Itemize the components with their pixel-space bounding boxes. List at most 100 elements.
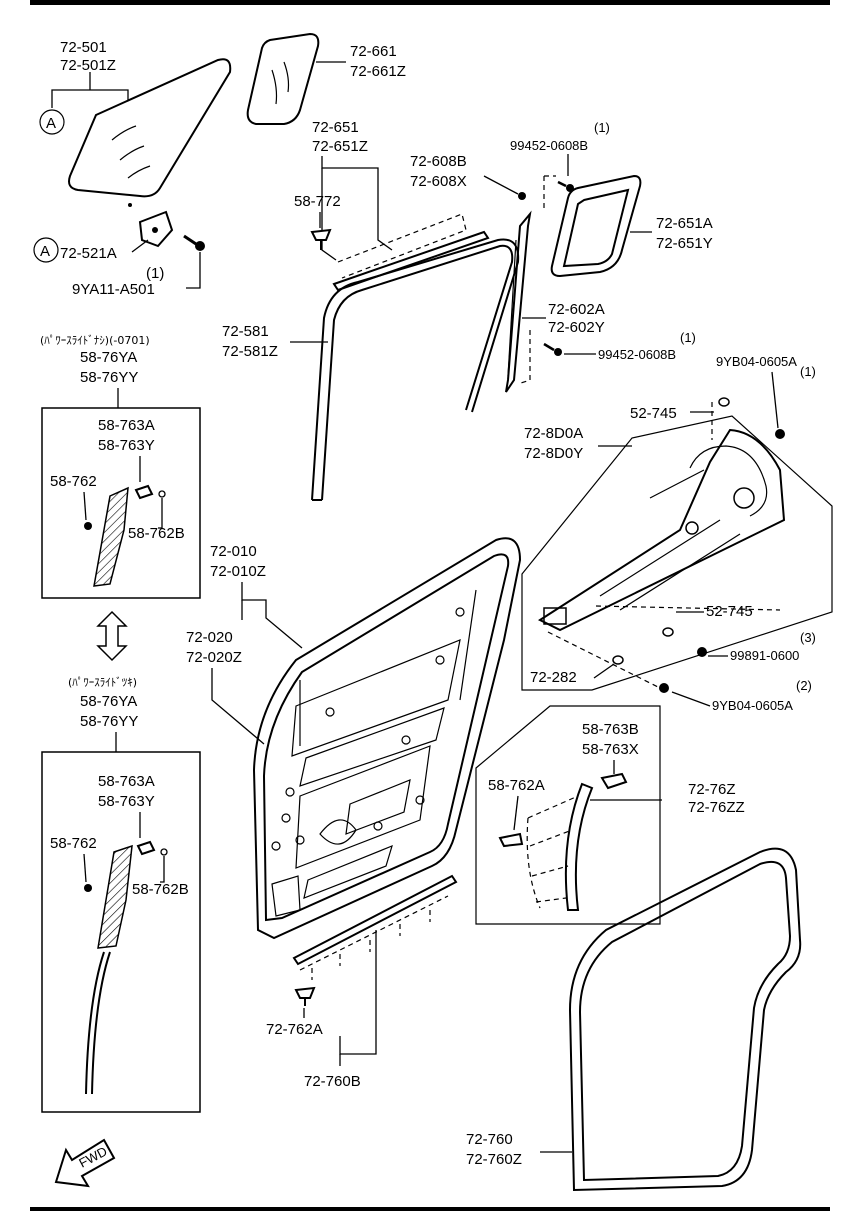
stopper-icon xyxy=(612,655,624,665)
label-stopper: 72-282 xyxy=(530,669,577,686)
label-run-upper-2: 72-651Z xyxy=(312,138,368,155)
window-frame xyxy=(550,174,642,278)
label-garn-1: 58-763B xyxy=(582,721,639,738)
glass-run-channel xyxy=(311,238,520,501)
glass-bracket xyxy=(138,210,174,248)
label-glass-rear-2: 72-501Z xyxy=(60,57,116,74)
label-qtr-glass-2: 72-661Z xyxy=(350,63,406,80)
screw-icon-lower xyxy=(543,342,562,356)
garnish-cap-icon xyxy=(600,772,628,790)
label-door-in-1: 72-020 xyxy=(186,629,233,646)
quarter-glass xyxy=(246,32,320,125)
label-j-note-1: (ﾊﾟﾜｰｽﾗｲﾄﾞﾅｼ)(-0701) xyxy=(40,334,150,347)
washer-icon-mid xyxy=(662,627,674,637)
door-shell xyxy=(252,537,522,940)
label-mod-bot-2: 58-76YY xyxy=(80,713,138,730)
screw-icon-upper xyxy=(518,192,526,200)
label-nut-1: 9YB04-0605A xyxy=(716,354,797,369)
label-run-1: 72-581 xyxy=(222,323,269,340)
sill-strip xyxy=(292,874,458,980)
label-mod-top-2: 58-76YY xyxy=(80,369,138,386)
label-trim-1: 72-76Z xyxy=(688,781,736,798)
label-ref-a-top: A xyxy=(46,115,56,132)
ref-a-circle-bottom xyxy=(33,237,59,263)
label-screw-qty-2: (1) xyxy=(680,330,696,345)
label-nut2-qty: (2) xyxy=(796,678,812,693)
upper-run-strip xyxy=(332,213,490,292)
label-bolt3: 99891-0600 xyxy=(730,648,799,663)
label-box1-trim-1: 58-763A xyxy=(98,417,155,434)
label-garn-2: 58-763X xyxy=(582,741,639,758)
label-j-note-2: (ﾊﾟﾜｰｽﾗｲﾄﾞﾂｷ) xyxy=(68,676,137,689)
label-channel-2: 72-602Y xyxy=(548,319,605,336)
label-hinge-2: 72-8D0Y xyxy=(524,445,583,462)
label-screw-2: 99452-0608B xyxy=(598,347,676,362)
label-qtr-glass-1: 72-661 xyxy=(350,43,397,60)
label-garn-clip: 58-762A xyxy=(488,777,545,794)
channel-strip xyxy=(505,210,532,393)
label-box2-clip-b: 58-762B xyxy=(132,881,189,898)
label-run-2: 72-581Z xyxy=(222,343,278,360)
ref-a-circle-top xyxy=(39,109,65,135)
fwd-arrow-icon: FWD xyxy=(54,1138,116,1188)
slide-rail xyxy=(537,428,786,632)
garnish-curve xyxy=(526,782,594,911)
label-box1-clip-b: 58-762B xyxy=(128,525,185,542)
sill-clip-icon xyxy=(294,986,316,1006)
label-box1-clip: 58-762 xyxy=(50,473,97,490)
label-frame-2: 72-651Y xyxy=(656,235,713,252)
label-bolt-qty: (1) xyxy=(146,265,164,282)
detail-box-bottom xyxy=(41,751,201,1113)
label-bolt: 9YA11-A501 xyxy=(72,281,155,298)
label-weather-1: 72-760 xyxy=(466,1131,513,1148)
label-screw-qty-1: (1) xyxy=(594,120,610,135)
label-nut-2: 9YB04-0605A xyxy=(712,698,793,713)
garnish-clip-icon xyxy=(498,832,524,848)
label-mod-bot-1: 58-76YA xyxy=(80,693,137,710)
door-glass xyxy=(68,58,232,207)
label-box1-trim-2: 58-763Y xyxy=(98,437,155,454)
nut-icon-top xyxy=(775,429,785,439)
label-door-in-2: 72-020Z xyxy=(186,649,242,666)
top-border xyxy=(30,0,830,5)
label-door-2: 72-010Z xyxy=(210,563,266,580)
label-washer-2: 52-745 xyxy=(706,603,753,620)
label-frame-1: 72-651A xyxy=(656,215,713,232)
bolt-icon-rail xyxy=(697,647,707,657)
label-hinge-1: 72-8D0A xyxy=(524,425,583,442)
clip-icon xyxy=(310,228,332,250)
weatherstrip xyxy=(568,847,802,1192)
washer-icon-top xyxy=(718,397,730,407)
label-bolt3-qty: (3) xyxy=(800,630,816,645)
label-box2-trim-2: 58-763Y xyxy=(98,793,155,810)
bolt-icon xyxy=(183,234,205,251)
label-glass-rear-1: 72-501 xyxy=(60,39,107,56)
label-run-upper-1: 72-651 xyxy=(312,119,359,136)
label-screw-1: 99452-0608B xyxy=(510,138,588,153)
label-weather-2: 72-760Z xyxy=(466,1151,522,1168)
garnish-piece-top xyxy=(84,484,166,587)
label-moulding-1: 72-608B xyxy=(410,153,467,170)
label-mod-top-1: 58-76YA xyxy=(80,349,137,366)
nut-icon-bottom xyxy=(659,683,669,693)
garnish-detail-box xyxy=(475,705,661,925)
label-nut-qty-1: (1) xyxy=(800,364,816,379)
label-trim-2: 72-76ZZ xyxy=(688,799,745,816)
label-ref-a-bottom: A xyxy=(40,243,50,260)
label-box2-trim-1: 58-763A xyxy=(98,773,155,790)
label-clip-58-772: 58-772 xyxy=(294,193,341,210)
label-bracket: 72-521A xyxy=(60,245,117,262)
label-sill-clip: 72-762A xyxy=(266,1021,323,1038)
label-washer-1: 52-745 xyxy=(630,405,677,422)
label-box2-clip: 58-762 xyxy=(50,835,97,852)
label-channel-1: 72-602A xyxy=(548,301,605,318)
garnish-piece-bottom xyxy=(84,840,168,1095)
label-moulding-2: 72-608X xyxy=(410,173,467,190)
detail-box-top xyxy=(41,407,201,599)
rail-assembly-box xyxy=(521,415,833,691)
alternative-arrow-icon xyxy=(96,610,128,662)
label-sill: 72-760B xyxy=(304,1073,361,1090)
bottom-border xyxy=(30,1207,830,1211)
label-door-1: 72-010 xyxy=(210,543,257,560)
